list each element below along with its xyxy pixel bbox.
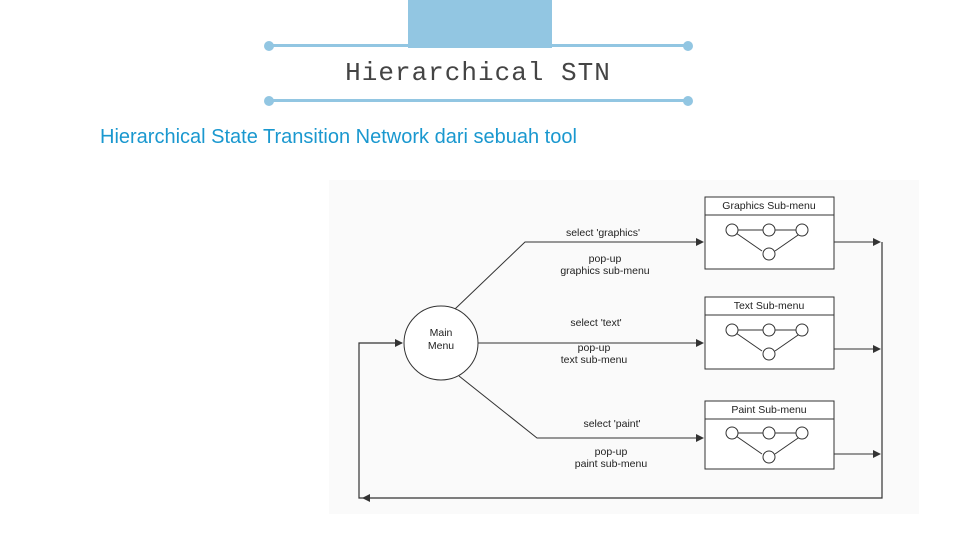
- submenu-title: Graphics Sub-menu: [722, 200, 816, 212]
- header-accent-block: [408, 0, 552, 48]
- transition-label: text sub-menu: [561, 354, 628, 366]
- title-rule-top: [268, 44, 688, 47]
- title-rule-bottom: [268, 99, 688, 102]
- transition-label: pop-up: [578, 342, 611, 354]
- main-menu-label: Menu: [428, 340, 454, 352]
- rule-dot: [264, 41, 274, 51]
- transition-label: select 'graphics': [566, 227, 640, 239]
- stn-diagram-svg: Main Menu select 'graphics' pop-up graph…: [358, 196, 883, 502]
- slide-title: Hierarchical STN: [345, 58, 611, 88]
- stn-diagram: Main Menu select 'graphics' pop-up graph…: [329, 180, 919, 514]
- text-sub-network: [725, 323, 809, 361]
- rule-dot: [683, 96, 693, 106]
- rule-dot: [683, 41, 693, 51]
- transition-paint: [458, 375, 704, 442]
- main-menu-label: Main: [430, 327, 453, 339]
- paint-sub-network: [725, 426, 809, 464]
- submenu-title: Paint Sub-menu: [731, 404, 806, 416]
- transition-label: graphics sub-menu: [560, 265, 649, 277]
- transition-label: select 'paint': [583, 418, 640, 430]
- submenu-title: Text Sub-menu: [734, 300, 805, 312]
- transition-graphics: [454, 238, 704, 310]
- transition-label: pop-up: [589, 253, 622, 265]
- graphics-sub-network: [725, 223, 809, 261]
- slide-subtitle: Hierarchical State Transition Network da…: [100, 126, 577, 148]
- transition-label: pop-up: [595, 446, 628, 458]
- transition-label: select 'text': [570, 317, 621, 329]
- return-loop: [358, 242, 883, 499]
- transition-label: paint sub-menu: [575, 458, 648, 470]
- rule-dot: [264, 96, 274, 106]
